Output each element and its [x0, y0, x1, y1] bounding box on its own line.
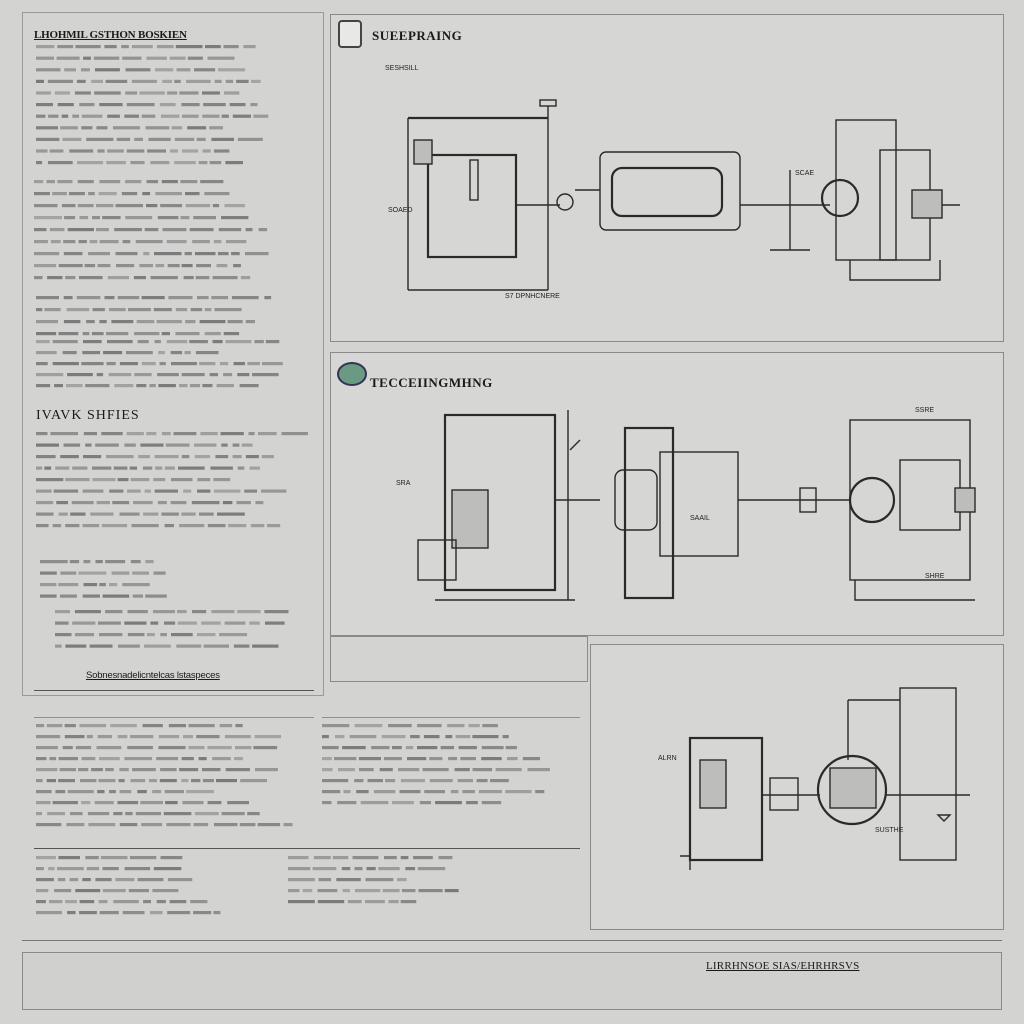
bottom-diagram-panel	[590, 644, 1004, 930]
left-divider	[34, 690, 314, 691]
rule-3	[34, 848, 304, 849]
top-label-2: S7 DPNHCNERE	[505, 293, 560, 300]
top-diagram-panel	[330, 14, 1004, 342]
bottom-strip	[22, 952, 1002, 1010]
left-column-section: IVAVK SHFIES	[36, 410, 316, 422]
top-label-3: SOAED	[388, 207, 413, 214]
rule-4	[284, 848, 580, 849]
left-column-heading: LHOHMIL GSTHON BOSKIEN	[34, 30, 187, 41]
bottom-label-1: ALRN	[658, 755, 677, 762]
logo-icon	[337, 362, 367, 386]
middle-diagram-title: TECCEIINGMHNG	[370, 375, 493, 390]
middle-diagram-panel	[330, 352, 1004, 636]
middle-schematic	[417, 410, 976, 601]
lower-left-panel	[330, 636, 588, 682]
document-icon	[338, 20, 362, 48]
left-column-section-heading: IVAVK SHFIES	[36, 410, 140, 422]
top-diagram-title: SUEEPRAING	[372, 28, 463, 43]
middle-label-2: SRA	[396, 480, 411, 487]
bottom-strip-caption: LIRRHNSOE SIAS/EHRHRSVS	[706, 960, 860, 972]
top-schematic	[407, 99, 960, 291]
middle-label-4: SHRE	[925, 573, 945, 580]
red-rule-2	[322, 717, 580, 718]
bottom-label-2: SUSTHE	[875, 827, 904, 834]
left-column-caption: Sobnesnadelicntelcas lstaspeces	[86, 670, 306, 682]
left-column-caption-text: Sobnesnadelicntelcas lstaspeces	[86, 670, 220, 681]
top-label-1: SESHSILL	[385, 65, 419, 72]
lower-divider	[22, 940, 1002, 941]
middle-label-1: SSRE	[915, 407, 934, 414]
middle-label-3: SAAIL	[690, 515, 710, 522]
bottom-schematic	[680, 687, 970, 870]
left-column-text: LHOHMIL GSTHON BOSKIEN	[34, 30, 314, 100]
top-label-4: SCAE	[795, 170, 814, 177]
red-rule-1	[34, 717, 314, 718]
